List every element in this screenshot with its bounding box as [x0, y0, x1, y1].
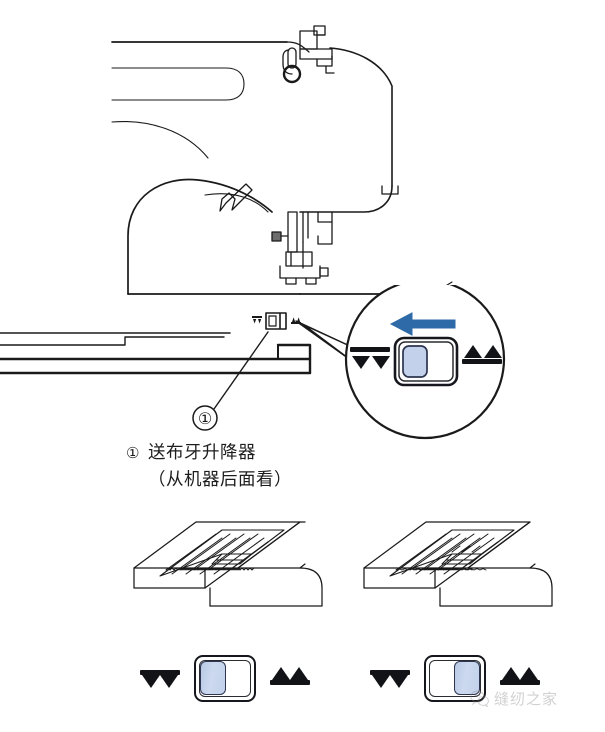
- switch-knob: [402, 345, 428, 378]
- caption-number: ①: [126, 444, 140, 462]
- icon-feed-dogs-raised: [500, 666, 540, 692]
- wechat-icon: [470, 690, 489, 707]
- icon-feed-dogs-lowered: [350, 347, 390, 369]
- needle-plate-illustrations: [133, 521, 553, 607]
- icon-feed-dogs-lowered: [370, 666, 410, 692]
- watermark: 缝纫之家: [470, 688, 558, 709]
- switch-knob[interactable]: [200, 661, 226, 695]
- callout-marker-number: ①: [198, 409, 212, 428]
- needle-plate-feed-dogs-lowered: [363, 521, 553, 607]
- feed-dog-switch-right-position[interactable]: [424, 655, 486, 702]
- switch-state-left: [140, 655, 310, 702]
- sewing-machine-illustration: [111, 25, 453, 295]
- figure-caption: ① 送布牙升降器 （从机器后面看）: [126, 440, 456, 494]
- icon-feed-dogs-raised: [462, 345, 502, 364]
- feed-dog-lever-callout: ①: [0, 285, 506, 440]
- switch-knob[interactable]: [454, 661, 480, 695]
- small-switch-on-machine: [265, 312, 287, 330]
- direction-arrow-left: [389, 312, 456, 336]
- caption-line-1: 送布牙升降器: [148, 443, 256, 463]
- callout-marker-circle: [192, 405, 218, 431]
- needle-plate-feed-dogs-raised: [133, 521, 323, 607]
- feed-dog-switch-left-position[interactable]: [194, 655, 256, 702]
- caption-line-2: （从机器后面看）: [148, 470, 292, 490]
- watermark-text: 缝纫之家: [494, 690, 559, 708]
- icon-feed-dogs-lowered: [140, 666, 180, 692]
- switch-state-right: [370, 655, 540, 702]
- magnified-feed-dog-switch[interactable]: [393, 336, 459, 387]
- icon-feed-dogs-raised: [270, 666, 310, 692]
